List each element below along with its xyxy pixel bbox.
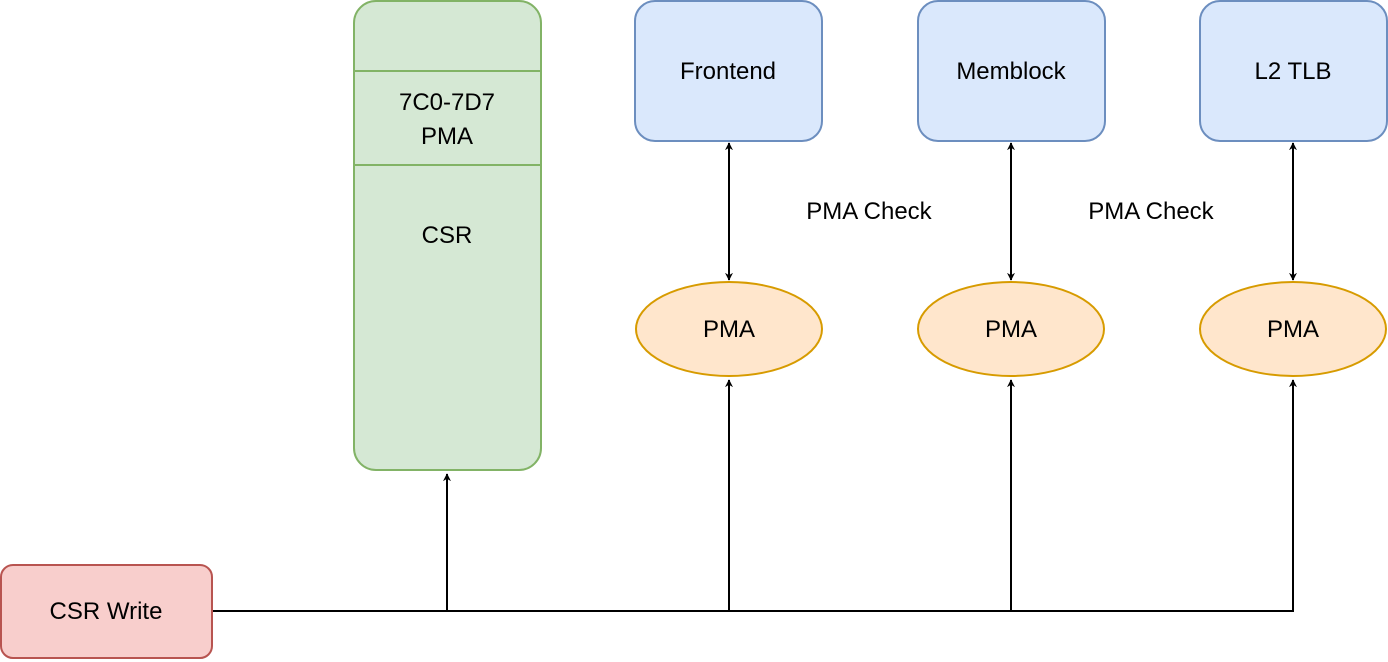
pma-unit-2-label: PMA (985, 316, 1037, 343)
module-memblock: Memblock (917, 0, 1106, 142)
pma-unit-1-shape (635, 281, 823, 377)
pma-unit-3-label: PMA (1267, 316, 1319, 343)
module-frontend-shape (634, 0, 823, 142)
csr-block: 7C0-7D7 PMA CSR (353, 0, 542, 471)
csr-write-bus (212, 379, 1297, 612)
csr-block-shape (353, 0, 542, 471)
pma-unit-1: PMA (635, 281, 823, 377)
module-frontend: Frontend (634, 0, 823, 142)
csr-write-node: CSR Write (0, 564, 213, 659)
csr-pma-label: PMA (421, 123, 473, 150)
csr-range-label: 7C0-7D7 (399, 89, 495, 116)
module-memblock-label: Memblock (956, 58, 1066, 85)
pma-unit-1-label: PMA (703, 316, 755, 343)
module-memblock-shape (917, 0, 1106, 142)
module-frontend-label: Frontend (680, 58, 776, 85)
module-l2-tlb-label: L2 TLB (1255, 58, 1332, 85)
pma-unit-2: PMA (917, 281, 1105, 377)
pma-unit-3: PMA (1199, 281, 1387, 377)
pma-check-label-2: PMA Check (1088, 198, 1214, 225)
csr-write-label: CSR Write (50, 598, 163, 625)
pma-unit-2-shape (917, 281, 1105, 377)
module-l2-tlb-shape (1199, 0, 1388, 142)
pma-check-label-1: PMA Check (806, 198, 932, 225)
csr-write-shape (0, 564, 213, 659)
module-l2-tlb: L2 TLB (1199, 0, 1388, 142)
pma-unit-3-shape (1199, 281, 1387, 377)
csr-label: CSR (422, 222, 473, 249)
